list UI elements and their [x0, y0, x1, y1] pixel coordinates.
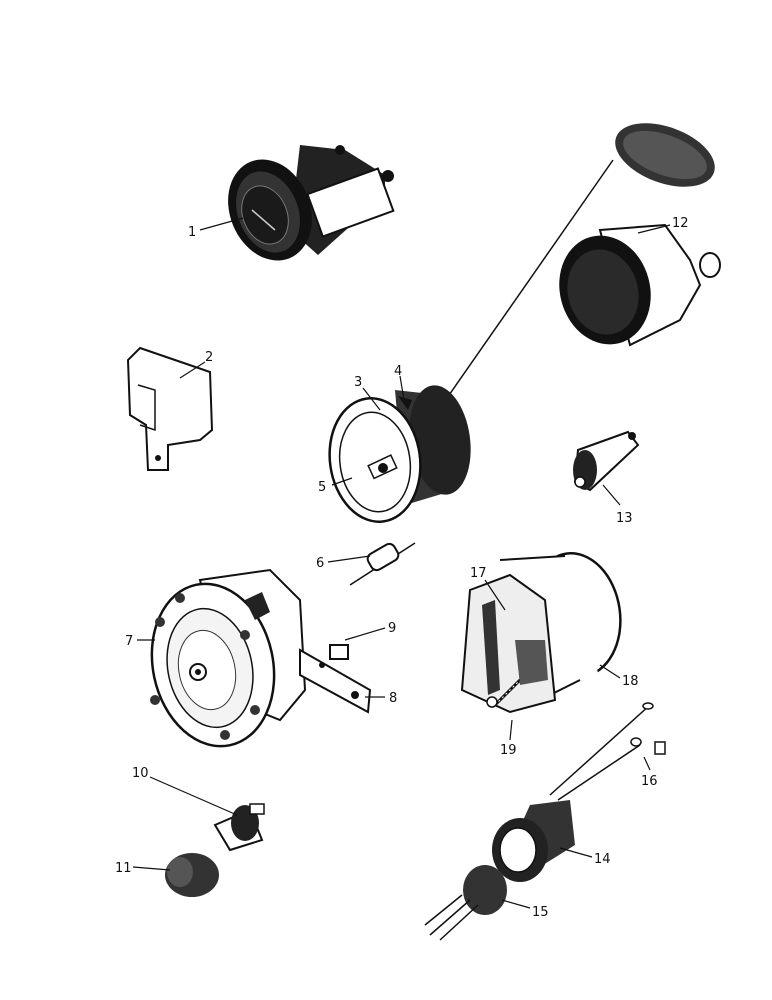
callout-4: 4 [394, 364, 402, 379]
callout-15: 15 [532, 905, 549, 920]
callout-19: 19 [500, 743, 517, 758]
callout-11: 11 [115, 861, 132, 876]
callout-1: 1 [188, 225, 196, 240]
callout-7: 7 [125, 634, 133, 649]
callout-numbers: 1 2 3 4 5 6 7 8 9 10 11 12 13 14 15 16 1… [115, 216, 689, 920]
part-12-gauge [559, 223, 721, 347]
callout-13: 13 [616, 511, 633, 526]
part-2-bracket [126, 346, 214, 471]
leader-lines [132, 217, 671, 909]
callout-16: 16 [641, 774, 658, 789]
part-1-gauge [228, 145, 395, 261]
callout-18: 18 [622, 674, 639, 689]
callout-17: 17 [470, 566, 487, 581]
part-10-11-switch [165, 803, 265, 897]
part-14-16-lamp-holder [424, 702, 666, 941]
callout-10: 10 [132, 766, 149, 781]
part-3-5-sender-unit [328, 123, 715, 523]
part-6-connector [349, 542, 416, 586]
callout-3: 3 [354, 375, 362, 390]
part-17-19-speedometer [460, 552, 622, 714]
callout-2: 2 [205, 350, 213, 365]
callout-6: 6 [316, 556, 324, 571]
part-13-sender [573, 430, 640, 492]
callout-14: 14 [594, 852, 611, 867]
callout-12: 12 [672, 216, 689, 231]
callout-9: 9 [388, 621, 396, 636]
callout-5: 5 [318, 480, 326, 495]
callout-8: 8 [389, 691, 397, 706]
part-7-9-horn [150, 568, 372, 748]
